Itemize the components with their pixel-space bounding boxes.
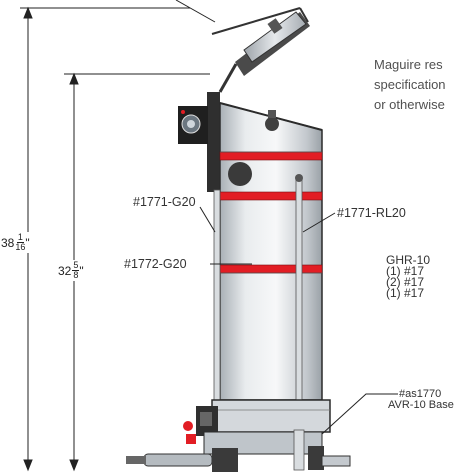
body-height-fraction: 5 8: [72, 260, 80, 280]
overall-arrow-bottom: [23, 459, 33, 472]
overall-height-denominator: 16: [15, 242, 26, 252]
body-height-whole: 32: [58, 263, 72, 278]
body-arrow-bottom: [69, 459, 79, 472]
dimension-lines: [20, 0, 216, 472]
hopper-body: [219, 102, 323, 401]
body-arrow-top: [69, 72, 79, 85]
leader-rl20: [302, 212, 336, 233]
red-band-1: [219, 151, 323, 161]
callout-base-code: #as1770: [399, 388, 442, 400]
overall-height-numerator: 1: [16, 232, 24, 243]
hopper-base: [126, 399, 351, 472]
callout-g20-left: #1772-G20: [124, 257, 187, 271]
body-height-numerator: 5: [72, 260, 80, 271]
right-gauge-tube: [295, 177, 303, 409]
hopper-bracket: [178, 92, 220, 192]
leader-g20-right: [199, 206, 216, 233]
note-text: Maguire res specification or otherwise: [374, 55, 446, 115]
parts-list-item-3: (1) #17: [386, 286, 425, 300]
base-red-indicator: [183, 421, 193, 431]
overall-height-whole: 38: [1, 235, 15, 250]
note-line-3: or otherwise: [374, 97, 445, 112]
overall-height-label: 38 1 16 ": [1, 232, 30, 253]
parts-list: GHR-10 (1) #17 (2) #17 (1) #17: [386, 253, 431, 300]
parts-list-title: GHR-10: [386, 253, 431, 267]
red-band-3: [219, 264, 323, 274]
callout-base-name: AVR-10 Base: [388, 399, 454, 411]
note-line-1: Maguire res: [374, 57, 443, 72]
top-fitting: [265, 117, 279, 131]
overall-height-unit: ": [25, 235, 30, 250]
leader-base: [321, 393, 398, 435]
callout-rl20: #1771-RL20: [337, 206, 406, 220]
lid-leader-line: [175, 0, 216, 23]
body-height-denominator: 8: [73, 270, 79, 280]
parts-list-item-1: (1) #17: [386, 264, 425, 278]
red-band-2: [219, 191, 323, 201]
base-outlet-tube: [143, 453, 213, 467]
callout-g20-right: #1771-G20: [133, 195, 196, 209]
overall-arrow-top: [23, 6, 33, 19]
parts-list-item-2: (2) #17: [386, 275, 425, 289]
body-height-unit: ": [79, 263, 84, 278]
callout-leaders: [199, 206, 398, 435]
overall-height-fraction: 1 16: [15, 233, 25, 252]
hopper-lid: [211, 7, 310, 93]
note-line-2: specification: [374, 77, 446, 92]
sight-port: [228, 162, 252, 186]
body-height-label: 32 5 8 ": [58, 260, 84, 281]
